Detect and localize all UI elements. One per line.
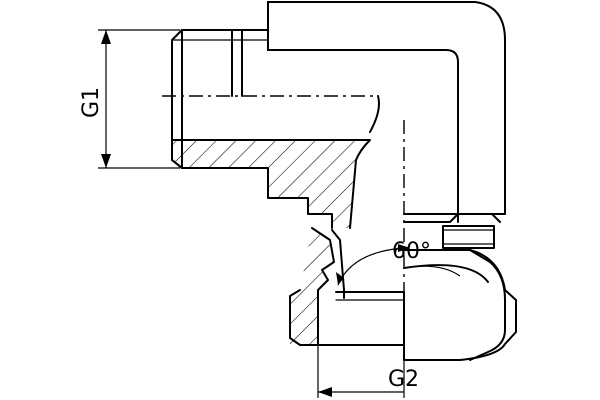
g1-dimension: G1 xyxy=(79,29,180,169)
g1-label: G1 xyxy=(79,87,104,118)
bore-hidden-line xyxy=(162,95,380,133)
section-hatch-lower xyxy=(289,227,345,346)
cone-sleeve xyxy=(317,289,405,346)
g2-dimension: G2 xyxy=(317,345,419,398)
section-hatch-upper xyxy=(171,139,371,229)
angle-label: 60° xyxy=(392,239,431,264)
angle-dimension: 60° xyxy=(336,239,461,286)
g2-label: G2 xyxy=(388,367,419,392)
nut-band xyxy=(403,213,501,249)
